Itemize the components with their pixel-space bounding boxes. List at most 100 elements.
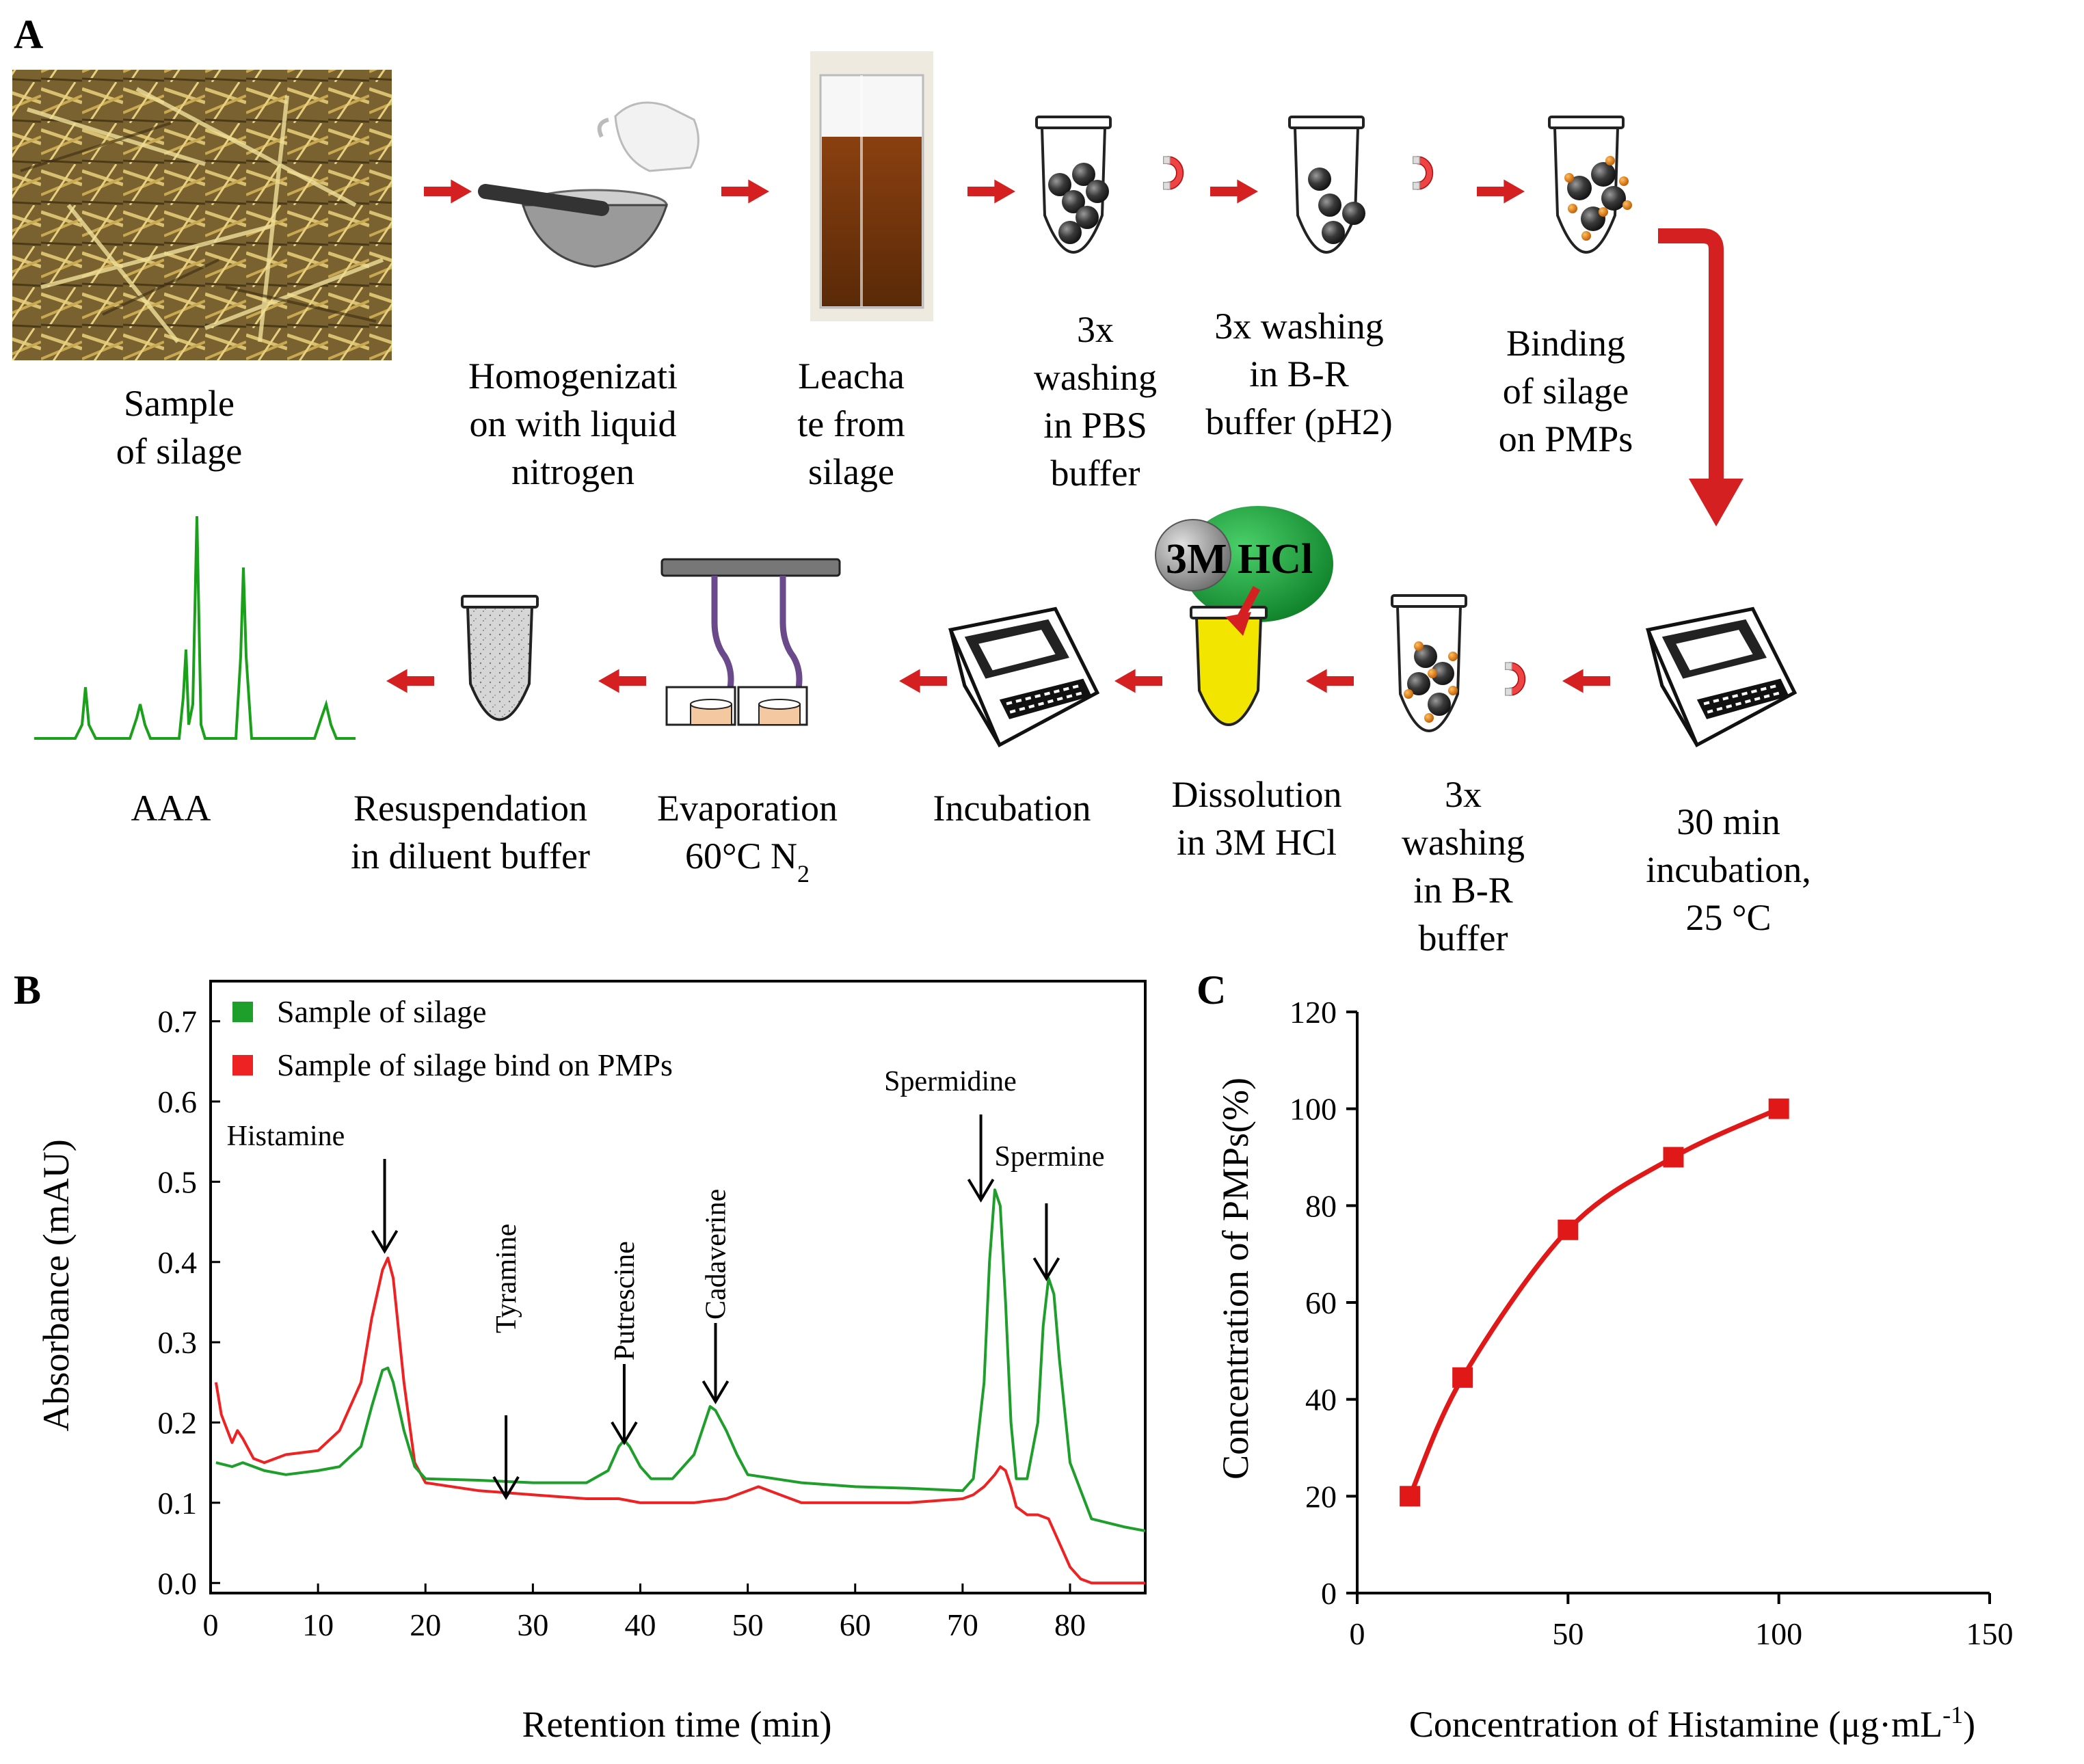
series-line-0 — [215, 1188, 1145, 1532]
y-tick-label: 80 — [1305, 1188, 1337, 1223]
x-tick-label: 150 — [1966, 1616, 2014, 1651]
panel-a: A — [12, 12, 1811, 959]
legend-swatch — [232, 1055, 253, 1075]
step-caption-leachate: te from — [797, 403, 905, 444]
flow-arrow-right — [967, 179, 1015, 204]
step-caption-wash_br: 3x — [1445, 774, 1482, 815]
step-caption-wash_br: washing — [1402, 822, 1525, 863]
data-point-marker — [1452, 1367, 1473, 1388]
step-caption-binding: Binding — [1506, 323, 1625, 364]
y-tick-label: 0.3 — [158, 1325, 198, 1360]
y-tick-label: 0.5 — [158, 1164, 198, 1199]
tube-binding — [1548, 116, 1632, 254]
flow-arrow-left — [1306, 669, 1354, 693]
step-caption-wash_br: in B-R — [1413, 870, 1513, 911]
flow-arrow-right — [1210, 179, 1258, 204]
tube-br-wash — [1391, 594, 1467, 732]
x-tick-label: 50 — [732, 1607, 764, 1642]
data-point-marker — [1400, 1486, 1421, 1507]
step-caption-dissolution: in 3M HCl — [1177, 822, 1337, 863]
flow-arrow-right — [424, 179, 472, 204]
plot-frame — [209, 980, 1147, 1594]
magnet-icon — [1162, 156, 1184, 190]
step-caption-incubation30: 30 min — [1676, 801, 1780, 842]
y-tick-label: 0.6 — [158, 1084, 198, 1119]
step-caption-aaa: AAA — [131, 788, 211, 829]
series-line-1 — [214, 1256, 1145, 1585]
step-caption-leachate: silage — [808, 451, 894, 492]
step-caption-binding: on PMPs — [1499, 418, 1633, 459]
x-tick-label: 30 — [517, 1607, 548, 1642]
x-tick-label: 20 — [410, 1607, 441, 1642]
flow-arrow-left — [899, 669, 947, 693]
y-tick-label: 0.4 — [158, 1245, 198, 1280]
x-axis-title: Retention time (min) — [522, 1704, 832, 1745]
step-caption-wash_pbs: buffer — [1051, 453, 1140, 494]
peak-label: Spermine — [995, 1141, 1105, 1173]
step-caption-wash_br_ph2: in B-R — [1249, 353, 1349, 395]
y-tick-label: 60 — [1305, 1285, 1337, 1320]
mortar-pestle-icon — [478, 101, 699, 268]
peak-arrowhead — [1032, 1257, 1060, 1281]
bent-flow-arrow — [1658, 228, 1744, 526]
x-tick-label: 100 — [1755, 1616, 1802, 1651]
step-caption-incubation30: 25 °C — [1685, 897, 1771, 938]
thermomixer-icon — [1648, 609, 1794, 745]
step-caption-wash_pbs: in PBS — [1043, 405, 1147, 446]
step-caption-wash_pbs: 3x — [1077, 309, 1114, 350]
step-caption-resuspendation: Resuspendation — [353, 788, 587, 829]
flow-arrow-right — [1477, 179, 1525, 204]
y-axis-title: Absorbance (mAU) — [36, 1139, 77, 1431]
y-tick-label: 20 — [1305, 1479, 1337, 1514]
peak-label: Tyramine — [491, 1224, 522, 1333]
step-caption-evaporation: 60°C N2 — [685, 836, 810, 887]
legend-label: Sample of silage bind on PMPs — [277, 1047, 673, 1082]
peak-arrowhead — [371, 1229, 399, 1254]
chromatogram-icon — [34, 516, 356, 740]
y-tick-label: 0.7 — [158, 1004, 198, 1039]
x-tick-label: 10 — [302, 1607, 334, 1642]
y-axis-title: Concentration of PMPs(%) — [1215, 1078, 1256, 1480]
step-caption-homogenization: nitrogen — [511, 451, 634, 492]
step-caption-homogenization: on with liquid — [469, 403, 676, 444]
step-caption-sample: Sample — [124, 383, 235, 424]
peak-arrowhead — [967, 1178, 995, 1203]
peak-label: Histamine — [227, 1121, 345, 1152]
flow-arrow-left — [386, 669, 434, 693]
step-caption-binding: of silage — [1503, 371, 1629, 412]
x-tick-label: 70 — [947, 1607, 978, 1642]
flow-arrow-left — [1114, 669, 1162, 693]
step-caption-wash_br: buffer — [1419, 918, 1508, 959]
flow-arrow-right — [721, 179, 769, 204]
panel-a-letter: A — [14, 12, 43, 57]
y-tick-label: 0 — [1321, 1576, 1337, 1611]
chromatogram-series — [214, 1188, 1145, 1585]
peak-label: Putrescine — [609, 1241, 641, 1361]
legend-swatch — [232, 1002, 253, 1022]
hcl-dissolution: 3M HCl — [1155, 506, 1333, 726]
evaporator-icon — [660, 558, 841, 726]
hcl-label: 3M HCl — [1166, 536, 1313, 583]
tube-br-ph2-wash — [1288, 116, 1365, 254]
y-tick-label: 40 — [1305, 1382, 1337, 1417]
tube-resuspended — [461, 595, 539, 721]
silage-photo — [12, 70, 392, 360]
thermomixer-icon — [950, 609, 1097, 745]
x-axis-title: Concentration of Histamine (μg·mL-1) — [1409, 1701, 1975, 1745]
calibration-series — [1400, 1098, 1789, 1507]
data-point-marker — [1768, 1098, 1789, 1119]
peak-label: Cadaverine — [700, 1189, 732, 1320]
step-caption-wash_pbs: washing — [1034, 357, 1157, 398]
x-tick-label: 50 — [1552, 1616, 1584, 1651]
x-tick-label: 40 — [625, 1607, 656, 1642]
legend-label: Sample of silage — [277, 994, 487, 1029]
x-tick-label: 80 — [1054, 1607, 1086, 1642]
magnet-icon — [1504, 662, 1526, 696]
